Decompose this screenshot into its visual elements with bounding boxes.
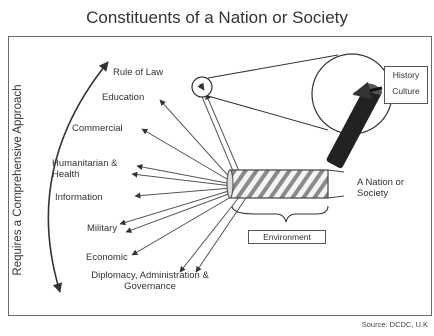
arrow-diplomacy: [179, 195, 241, 273]
zoom-labels-box: History Culture: [384, 66, 428, 104]
arrow-commercial: [141, 128, 233, 183]
constituent-economic: Economic: [86, 252, 128, 263]
constituent-diplomacy: Diplomacy, Administration & Governance: [91, 270, 209, 292]
arrow-humanitarian: [136, 164, 233, 185]
history-label: History: [392, 70, 420, 80]
history-pointer: [352, 81, 383, 100]
nation-block: [229, 169, 329, 199]
environment-brace: [231, 205, 329, 223]
arrow-humanitarian-2: [131, 171, 233, 187]
arrow-economic: [131, 193, 237, 256]
constituent-rule-of-law: Rule of Law: [113, 67, 164, 78]
source-credit: Source: DCDC, U.K: [361, 320, 428, 329]
arrow-rule-of-law: [199, 91, 237, 179]
arrow-rule-of-law-2: [205, 93, 243, 179]
comprehensive-approach-arrow: [47, 61, 109, 293]
arrow-diplomacy-2: [195, 197, 247, 273]
constituent-education: Education: [102, 92, 145, 103]
arrow-military: [119, 189, 233, 226]
nation-label: A Nation or Society: [357, 177, 404, 199]
diagram-frame: [8, 36, 432, 316]
environment-box: Environment: [248, 230, 326, 244]
zoom-line-bottom: [207, 95, 329, 131]
constituent-commercial: Commercial: [72, 123, 123, 134]
constituent-information: Information: [55, 192, 103, 203]
arrow-information: [134, 187, 233, 199]
arrow-education: [159, 99, 233, 181]
culture-label: Culture: [392, 86, 420, 96]
arrow-military-2: [125, 191, 235, 233]
constituent-humanitarian: Humanitarian & Health: [52, 158, 118, 180]
constituent-military: Military: [87, 223, 118, 234]
zoom-line-top: [207, 54, 339, 79]
diagram-title: Constituents of a Nation or Society: [86, 8, 348, 27]
